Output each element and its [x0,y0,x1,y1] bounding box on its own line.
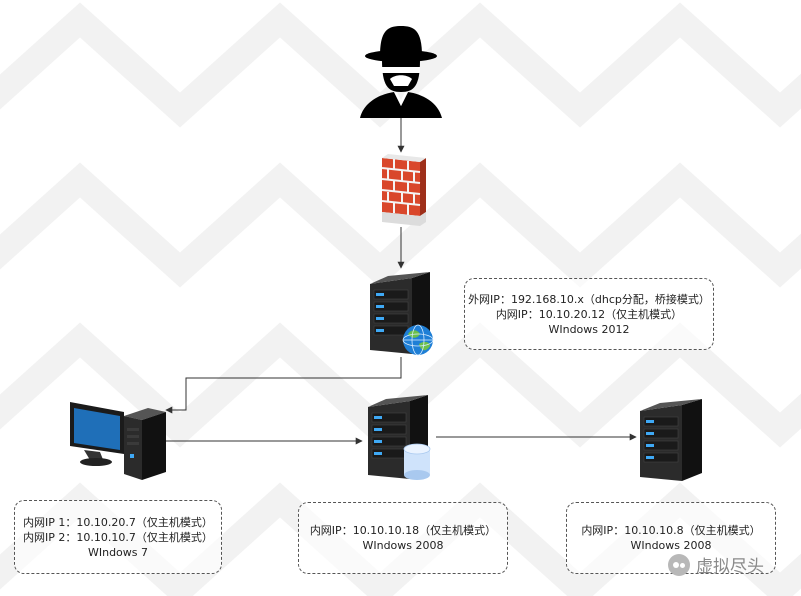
gateway-internal-ip: 内网IP：10.10.20.12（仅主机模式） [495,307,683,321]
win7-internal-ip-1: 内网IP 1：10.10.20.7（仅主机模式） [23,515,213,529]
wechat-icon [668,553,690,576]
server3-internal-ip: 内网IP：10.10.10.8（仅主机模式） [581,524,761,537]
server3-os: WIndows 2008 [630,539,712,552]
workstation-icon [70,402,166,480]
server-icon [640,399,702,481]
watermark: 虚拟尽头 [668,552,764,577]
link-gateway-win7 [165,357,402,414]
hacker-icon [360,26,442,118]
watermark-text: 虚拟尽头 [696,557,764,577]
gateway-external-ip: 外网IP：192.168.10.x（dhcp分配，桥接模式） [468,292,710,306]
win7-os: WIndows 7 [87,545,149,559]
database-server-icon [368,395,431,480]
firewall-icon [381,154,426,226]
win7-label-box: 内网IP 1：10.10.20.7（仅主机模式） 内网IP 2：10.10.10… [14,500,222,574]
web-server-icon [370,272,434,356]
db-server-label-box: 内网IP：10.10.10.18（仅主机模式） WIndows 2008 [298,502,508,574]
db-server-os: WIndows 2008 [362,539,444,552]
gateway-label-box: 外网IP：192.168.10.x（dhcp分配，桥接模式） 内网IP：10.1… [464,278,714,350]
db-server-internal-ip: 内网IP：10.10.10.18（仅主机模式） [309,524,497,537]
gateway-os: WIndows 2012 [548,322,630,336]
win7-internal-ip-2: 内网IP 2：10.10.10.7（仅主机模式） [23,530,213,544]
